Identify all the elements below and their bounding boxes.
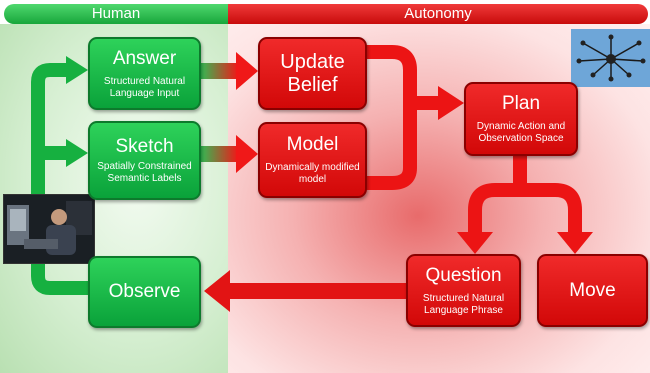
update-belief-title: Update Belief (280, 50, 345, 96)
answer-title: Answer (112, 47, 177, 69)
move-title: Move (569, 279, 616, 301)
answer-box: Answer Structured Natural Language Input (88, 37, 201, 110)
sketch-arrowhead (66, 139, 88, 167)
operator-photo (3, 194, 95, 264)
sketch-title: Sketch (115, 136, 174, 157)
question-title: Question (425, 264, 502, 286)
question-subtitle: Structured Natural Language Phrase (422, 292, 505, 316)
autonomy-header: Autonomy (228, 4, 648, 24)
human-header: Human (4, 4, 228, 24)
drone-photo (571, 29, 650, 87)
plan-subtitle: Dynamic Action and Observation Space (476, 121, 566, 144)
model-box: Model Dynamically modified model (258, 122, 367, 198)
question-box: Question Structured Natural Language Phr… (406, 254, 521, 327)
plan-box: Plan Dynamic Action and Observation Spac… (464, 82, 578, 156)
question-to-observe-arrow (226, 283, 406, 299)
sketch-to-model-arrow (200, 146, 238, 162)
green-loop-arrow (31, 63, 88, 295)
plan-title: Plan (501, 93, 541, 114)
observe-title: Observe (108, 281, 181, 302)
answer-arrowhead (66, 56, 88, 84)
observe-box: Observe (88, 256, 201, 328)
sketch-subtitle: Spatially Constrained Semantic Labels (97, 161, 192, 184)
model-subtitle: Dynamically modified model (265, 162, 360, 185)
answer-subtitle: Structured Natural Language Input (103, 75, 186, 99)
answer-to-belief-arrow (200, 63, 238, 79)
model-title: Model (286, 134, 339, 155)
belief-model-to-plan-arrow (366, 45, 440, 190)
plan-split-arrow (468, 156, 582, 234)
move-box: Move (537, 254, 648, 327)
update-belief-box: Update Belief (258, 37, 367, 110)
sketch-box: Sketch Spatially Constrained Semantic La… (88, 121, 201, 200)
